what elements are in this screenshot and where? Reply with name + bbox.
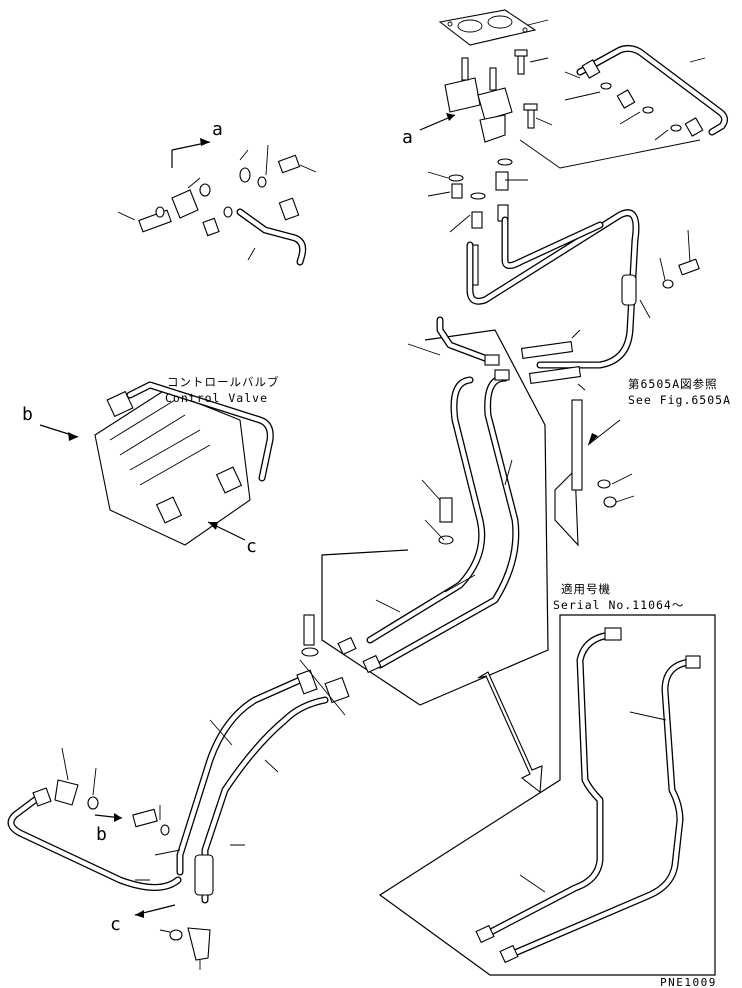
hoses-center [466,209,700,391]
ppc-valve-assembly [419,9,553,286]
serial-variant-panel [378,614,716,976]
callout-a-top: a [402,127,413,148]
serial-label-jp: 適用号機 [561,582,611,596]
control-valve-label-en: Control Valve [165,391,268,405]
control-valve-label-jp: コントロールバルブ [167,375,280,389]
fig-ref-en: See Fig.6505A [628,393,731,407]
serial-label-en: Serial No.11064〜 [553,598,684,612]
main-pipes-center [321,316,635,794]
pilot-pipe-top-right [519,44,729,169]
callout-b-bottom: b [96,824,107,845]
bottom-left-pipes [7,614,350,970]
callout-b-valve: b [22,404,33,425]
callout-a-left: a [212,119,223,140]
drawing-code: PNE1009 [660,976,717,988]
fig-ref-jp: 第6505A図参照 [628,377,718,391]
control-valve [39,381,274,546]
callout-c-valve: c [246,536,257,557]
callout-c-bottom: c [110,914,121,935]
detail-a-pipe [117,138,317,266]
